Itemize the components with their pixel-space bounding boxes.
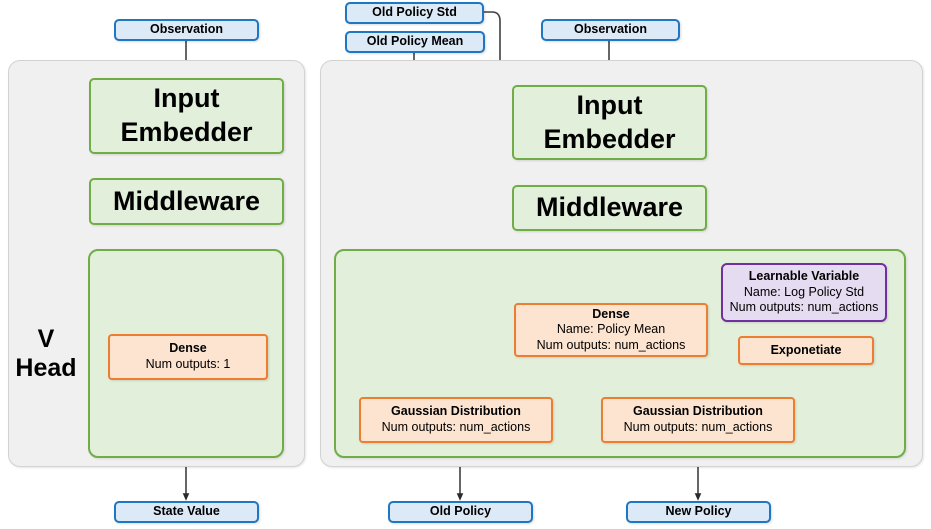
ppo-gaussian-new-num-outputs: Num outputs: num_actions bbox=[623, 420, 773, 434]
ppo-middleware-label: Middleware bbox=[535, 192, 684, 223]
output-new-policy-label: New Policy bbox=[665, 504, 732, 519]
input-observation-ppo[interactable]: Observation bbox=[541, 19, 680, 41]
v-middleware-block[interactable]: Middleware bbox=[89, 178, 284, 225]
v-head-label: V Head bbox=[15, 325, 77, 382]
ppo-dense-policy-mean-block[interactable]: Dense Name: Policy Mean Num outputs: num… bbox=[514, 303, 708, 357]
input-old-policy-mean-label: Old Policy Mean bbox=[366, 34, 464, 49]
ppo-exponetiate-block[interactable]: Exponetiate bbox=[738, 336, 874, 365]
ppo-gaussian-new-title: Gaussian Distribution bbox=[633, 404, 763, 419]
ppo-gaussian-old-title: Gaussian Distribution bbox=[391, 404, 521, 419]
ppo-input-embedder-block[interactable]: Input Embedder bbox=[512, 85, 707, 160]
v-dense-num-outputs: Num outputs: 1 bbox=[145, 357, 231, 371]
input-observation-v[interactable]: Observation bbox=[114, 19, 259, 41]
output-old-policy[interactable]: Old Policy bbox=[388, 501, 533, 523]
v-dense-block[interactable]: Dense Num outputs: 1 bbox=[108, 334, 268, 380]
ppo-input-embedder-label: Input Embedder bbox=[543, 89, 676, 154]
output-old-policy-label: Old Policy bbox=[429, 504, 492, 519]
input-observation-ppo-label: Observation bbox=[574, 22, 647, 37]
input-observation-v-label: Observation bbox=[150, 22, 223, 37]
ppo-learnable-variable-block[interactable]: Learnable Variable Name: Log Policy Std … bbox=[721, 263, 887, 322]
v-dense-title: Dense bbox=[169, 341, 207, 356]
ppo-dense-num-outputs: Num outputs: num_actions bbox=[536, 337, 686, 352]
v-middleware-label: Middleware bbox=[112, 185, 261, 216]
ppo-exponetiate-title: Exponetiate bbox=[770, 342, 842, 357]
ppo-dense-title: Dense bbox=[592, 306, 630, 321]
ppo-gaussian-old-num-outputs: Num outputs: num_actions bbox=[381, 420, 531, 434]
ppo-gaussian-new-block[interactable]: Gaussian Distribution Num outputs: num_a… bbox=[601, 397, 795, 443]
input-old-policy-mean[interactable]: Old Policy Mean bbox=[345, 31, 485, 53]
output-state-value-label: State Value bbox=[153, 504, 220, 519]
ppo-learnable-variable-name: Name: Log Policy Std bbox=[743, 284, 865, 299]
output-new-policy[interactable]: New Policy bbox=[626, 501, 771, 523]
ppo-dense-name: Name: Policy Mean bbox=[556, 322, 666, 337]
ppo-learnable-variable-title: Learnable Variable bbox=[748, 269, 860, 284]
ppo-learnable-variable-num-outputs: Num outputs: num_actions bbox=[729, 300, 879, 315]
ppo-gaussian-old-block[interactable]: Gaussian Distribution Num outputs: num_a… bbox=[359, 397, 553, 443]
output-state-value[interactable]: State Value bbox=[114, 501, 259, 523]
v-input-embedder-label: Input Embedder bbox=[120, 83, 253, 147]
ppo-middleware-block[interactable]: Middleware bbox=[512, 185, 707, 231]
v-input-embedder-block[interactable]: Input Embedder bbox=[89, 78, 284, 154]
input-old-policy-std[interactable]: Old Policy Std bbox=[345, 2, 484, 24]
input-old-policy-std-label: Old Policy Std bbox=[372, 5, 457, 20]
